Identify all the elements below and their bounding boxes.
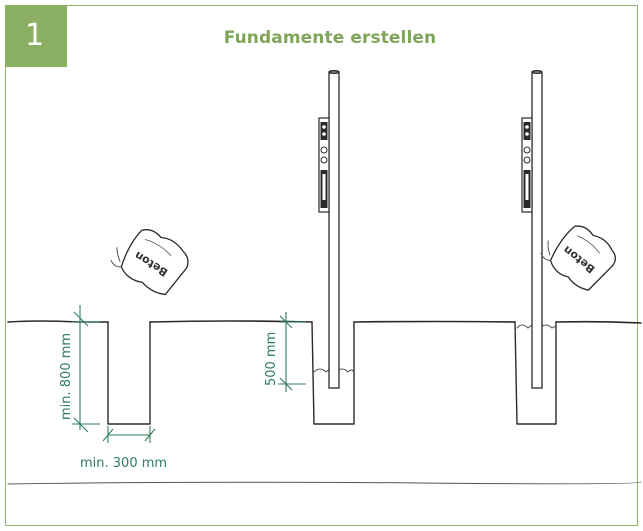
pole-center — [328, 70, 340, 389]
depth-dimension — [72, 305, 100, 433]
depth-min-label: min. 800 mm — [59, 333, 74, 420]
step-number-badge: 1 — [5, 5, 67, 67]
pole-right — [531, 70, 543, 389]
concrete-bag-left: Beton — [110, 229, 189, 296]
width-min-label: min. 300 mm — [80, 456, 167, 471]
bag-label-left: Beton — [132, 249, 170, 279]
horizon-line — [7, 481, 642, 485]
step-title: Fundamente erstellen — [223, 28, 437, 48]
concrete-bag-right: Beton — [540, 225, 617, 291]
empty-pit — [107, 321, 151, 425]
ground-line — [7, 320, 642, 324]
embed-dimension — [278, 312, 306, 392]
bag-label-right: Beton — [561, 243, 598, 276]
wallbox-bracket-right — [521, 117, 533, 213]
embed-depth-label: 500 mm — [264, 332, 279, 386]
width-dimension — [102, 426, 156, 443]
wallbox-bracket-center — [318, 117, 330, 213]
